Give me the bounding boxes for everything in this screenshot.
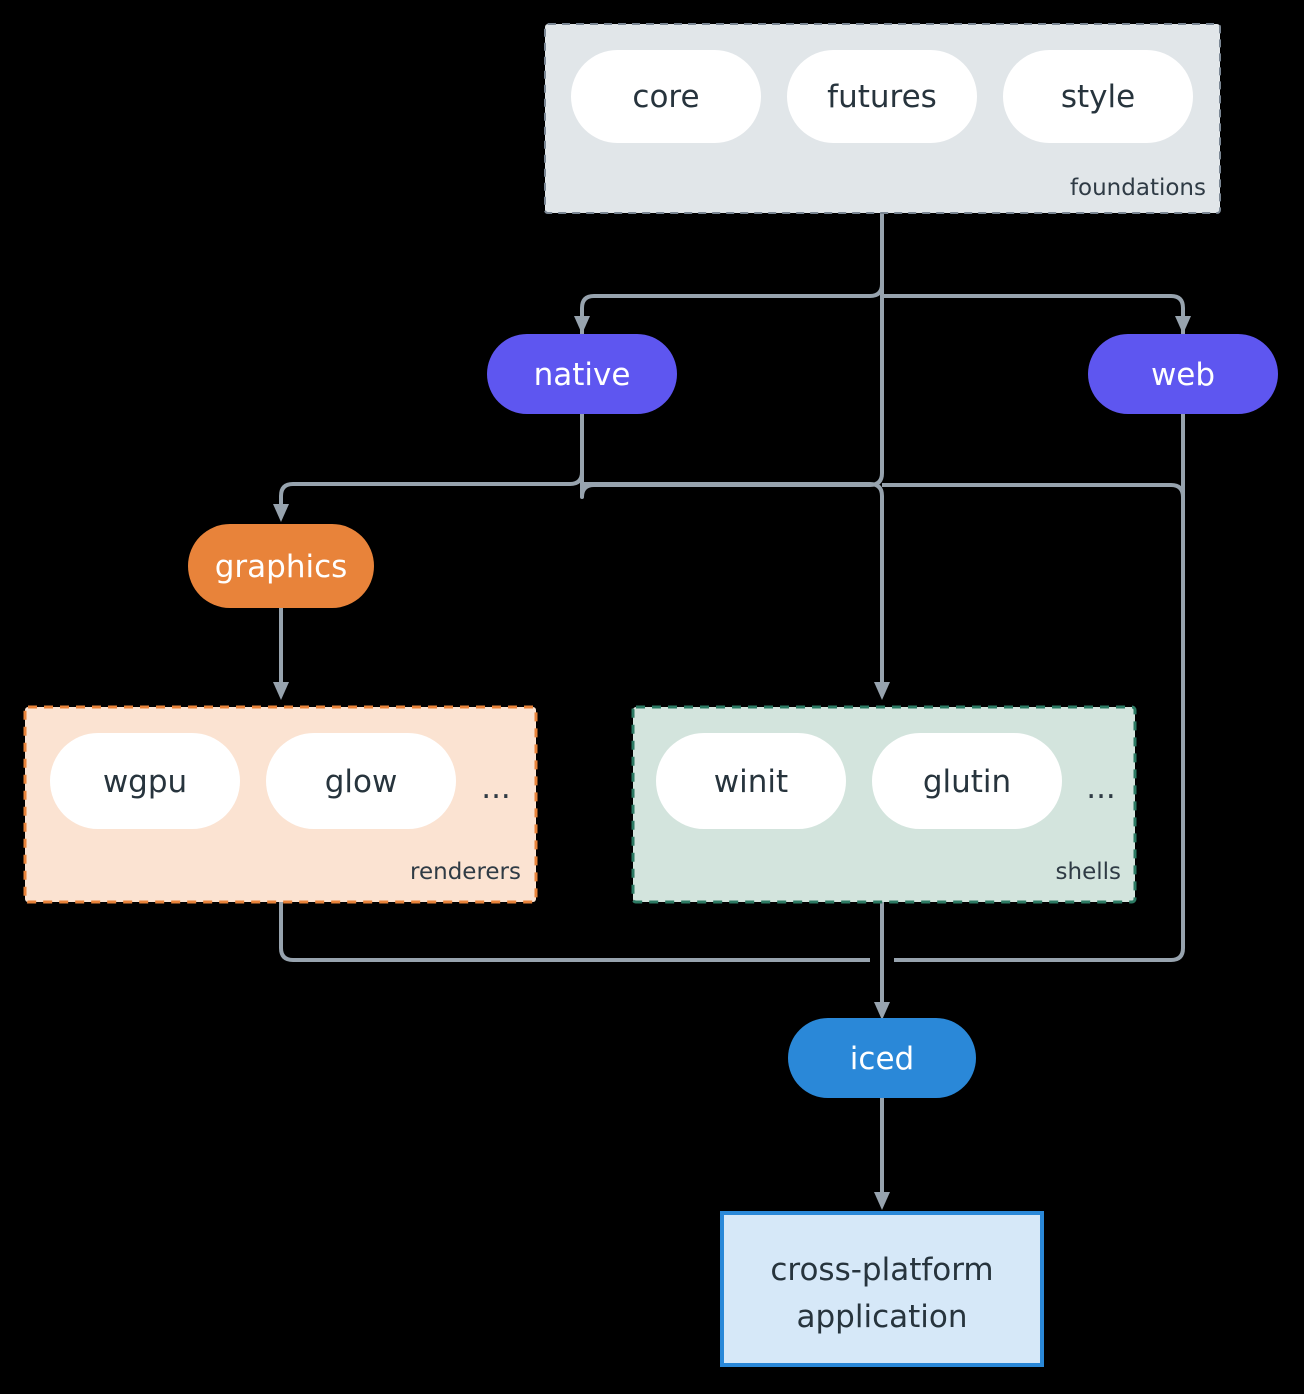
arrowhead-to-shells xyxy=(874,682,890,700)
arrowhead-to-graphics xyxy=(273,504,289,522)
node-graphics[interactable]: graphics xyxy=(188,524,374,608)
arrowhead-to-iced xyxy=(874,1002,890,1020)
leaf-node-core[interactable]: core xyxy=(571,50,761,143)
leaf-node-glutin[interactable]: glutin xyxy=(872,733,1062,829)
leaf-node-style-label: style xyxy=(1061,79,1135,115)
group-renderers[interactable]: wgpu glow ... renderers xyxy=(23,705,538,904)
arrowhead-to-native xyxy=(574,316,590,334)
leaf-node-glow[interactable]: glow xyxy=(266,733,456,829)
group-renderers-label: renderers xyxy=(410,859,521,885)
node-application-shape xyxy=(720,1211,1044,1367)
node-native[interactable]: native xyxy=(487,334,677,414)
node-native-shape xyxy=(487,334,677,414)
edge-foundations-trunk xyxy=(580,213,884,322)
leaf-node-futures[interactable]: futures xyxy=(787,50,977,143)
node-graphics-label: graphics xyxy=(215,549,348,585)
leaf-node-core-label: core xyxy=(632,79,699,115)
leaf-node-glutin-label: glutin xyxy=(923,764,1011,800)
node-web-shape xyxy=(1088,334,1278,414)
leaf-node-glow-label: glow xyxy=(325,764,398,800)
node-iced[interactable]: iced xyxy=(788,1018,976,1098)
leaf-node-winit-label: winit xyxy=(714,764,788,800)
edge-native-branch-right xyxy=(582,482,884,686)
node-application-label-line2: application xyxy=(797,1299,968,1335)
leaf-node-winit-shape xyxy=(656,733,846,829)
edge-layer xyxy=(273,213,1191,1210)
leaf-node-wgpu-label: wgpu xyxy=(103,764,187,800)
leaf-node-wgpu-shape xyxy=(50,733,240,829)
leaf-node-winit[interactable]: winit xyxy=(656,733,846,829)
group-shells[interactable]: winit glutin ... shells xyxy=(631,705,1137,904)
node-web-label: web xyxy=(1151,357,1215,393)
node-web[interactable]: web xyxy=(1088,334,1278,414)
arrowhead-to-renderers xyxy=(273,682,289,700)
node-iced-label: iced xyxy=(850,1041,914,1077)
node-native-label: native xyxy=(534,357,631,393)
leaf-node-style-shape xyxy=(1003,50,1193,143)
shells-ellipsis: ... xyxy=(1086,770,1116,806)
group-shells-label: shells xyxy=(1056,859,1121,885)
renderers-ellipsis: ... xyxy=(481,770,511,806)
edge-renderers-to-iced xyxy=(279,902,870,962)
edge-web-to-iced xyxy=(894,428,1185,962)
node-iced-shape xyxy=(788,1018,976,1098)
leaf-node-core-shape xyxy=(571,50,761,143)
leaf-node-futures-shape xyxy=(787,50,977,143)
node-application-label-line1: cross-platform xyxy=(770,1252,993,1288)
leaf-node-glow-shape xyxy=(266,733,456,829)
leaf-node-glutin-shape xyxy=(872,733,1062,829)
leaf-node-style[interactable]: style xyxy=(1003,50,1193,143)
group-foundations-label: foundations xyxy=(1070,175,1206,201)
arrowhead-to-application xyxy=(874,1192,890,1210)
group-foundations[interactable]: core futures style foundations xyxy=(544,23,1221,214)
leaf-node-futures-label: futures xyxy=(827,79,937,115)
edge-foundations-branch-right xyxy=(882,294,1185,322)
node-cross-platform-application[interactable]: cross-platform application xyxy=(720,1211,1044,1367)
leaf-node-wgpu[interactable]: wgpu xyxy=(50,733,240,829)
node-graphics-shape xyxy=(188,524,374,608)
arrowhead-to-web xyxy=(1175,316,1191,334)
edge-native-trunk xyxy=(279,414,584,510)
